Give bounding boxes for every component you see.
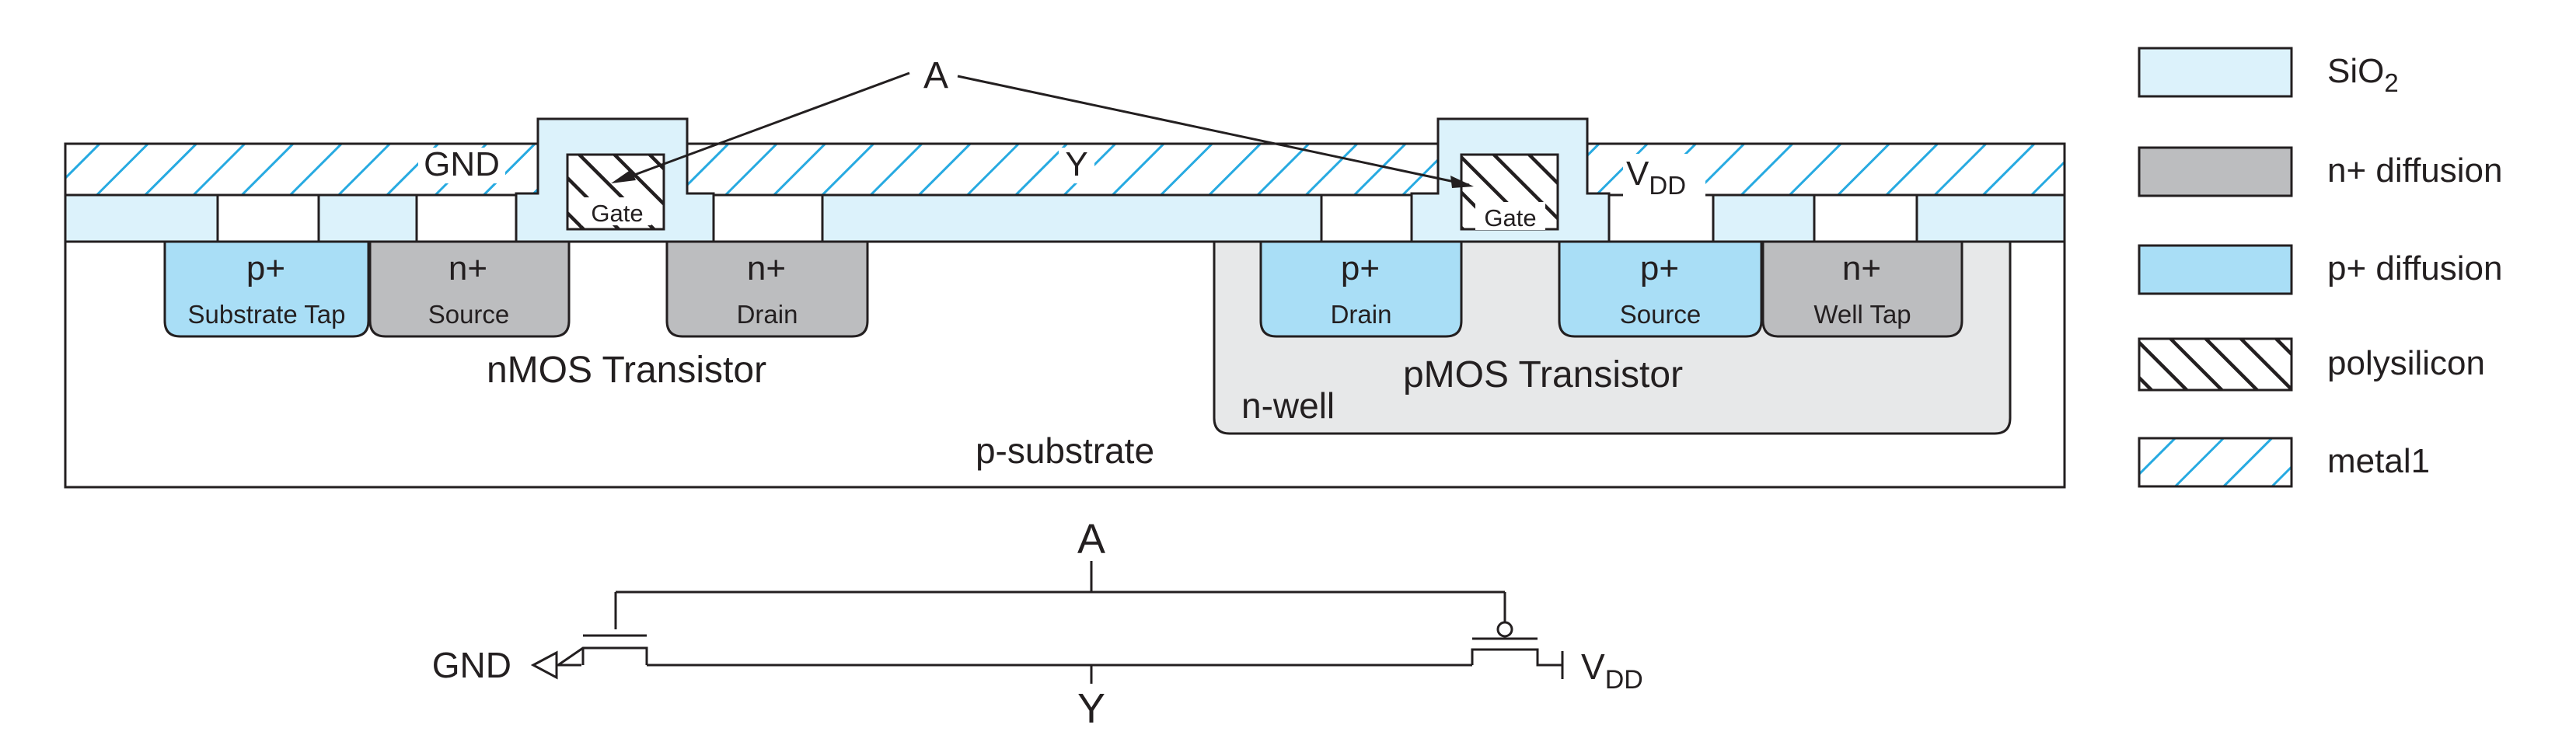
region-label-name-5: Source xyxy=(1620,300,1702,329)
legend-label-n-diffusion: n+ diffusion xyxy=(2327,152,2502,190)
region-label-name-4: Drain xyxy=(1331,300,1392,329)
legend-label-polysilicon: polysilicon xyxy=(2327,344,2485,382)
region-label-name-3: Drain xyxy=(737,300,798,329)
region-label-type-3: n+ xyxy=(747,249,786,287)
a-leader-to-nmos-gate xyxy=(615,71,910,183)
region-n-source xyxy=(368,240,571,338)
pmos-channel xyxy=(1471,648,1562,667)
schematic-vdd-label: VDD xyxy=(1581,646,1643,695)
legend-swatch-n-diffusion xyxy=(2138,146,2293,197)
cross-section: Gate Gate p+ Substrate Tap n+ Source n+ … xyxy=(64,55,2066,489)
schematic-output-label: Y xyxy=(1077,685,1105,731)
region-label-type-1: p+ xyxy=(246,249,285,287)
legend-swatch-p-diffusion xyxy=(2138,244,2293,295)
a-leader-to-pmos-gate xyxy=(957,75,1470,186)
gnd-node-label: GND xyxy=(424,145,500,183)
region-p-drain xyxy=(1259,240,1463,338)
region-label-name-6: Well Tap xyxy=(1813,300,1911,329)
region-label-name-1: Substrate Tap xyxy=(187,300,345,329)
schematic-input-label: A xyxy=(1077,516,1105,563)
region-p-substrate-tap xyxy=(163,240,370,338)
pmos-gate-label: Gate xyxy=(1484,204,1536,232)
vdd-node-label: VDD xyxy=(1626,155,1686,200)
legend-swatch-sio2 xyxy=(2138,47,2293,98)
legend-swatch-polysilicon xyxy=(2138,337,2293,392)
region-label-name-2: Source xyxy=(428,300,510,329)
region-label-type-6: n+ xyxy=(1842,249,1881,287)
legend-swatch-metal1 xyxy=(2138,437,2293,488)
pmos-gate-label-bg xyxy=(1475,202,1545,230)
a-arrowhead-pmos xyxy=(1450,176,1474,188)
y-node-label: Y xyxy=(1065,145,1087,183)
y-label-bg xyxy=(1059,148,1094,183)
region-label-type-2: n+ xyxy=(449,249,487,287)
p-substrate-label: p-substrate xyxy=(976,430,1154,471)
legend-label-sio2: SiO2 xyxy=(2327,52,2399,97)
nmos-gate-label: Gate xyxy=(591,200,643,227)
oxide-left xyxy=(64,193,219,243)
region-label-type-5: p+ xyxy=(1640,249,1679,287)
nmos-channel xyxy=(557,646,648,667)
oxide-source-tap xyxy=(1712,193,1816,243)
schematic-gnd-label: GND xyxy=(432,645,511,685)
legend-label-metal1: metal1 xyxy=(2327,442,2430,480)
a-arrowhead-nmos xyxy=(611,169,636,183)
legend-label-p-diffusion: p+ diffusion xyxy=(2327,249,2502,287)
vdd-label-bg xyxy=(1623,154,1705,200)
region-n-drain xyxy=(665,240,869,338)
nmos-gate-label-bg xyxy=(581,197,651,225)
region-label-type-4: p+ xyxy=(1341,249,1380,287)
inverter-schematic: A GND Y VDD xyxy=(432,516,1643,732)
oxide-middle xyxy=(821,193,1323,243)
legend: SiO2 n+ diffusion p+ diffusion polysilic… xyxy=(2138,47,2502,488)
gnd-symbol-icon xyxy=(530,650,558,680)
gnd-label-bg xyxy=(418,148,505,183)
nmos-transistor-label: nMOS Transistor xyxy=(487,350,766,391)
pmos-transistor-label: pMOS Transistor xyxy=(1403,354,1683,395)
oxide-right xyxy=(1915,193,2066,243)
n-well-label: n-well xyxy=(1241,385,1335,426)
region-n-well-tap xyxy=(1761,240,1963,338)
a-node-label: A xyxy=(923,55,948,96)
region-p-source xyxy=(1558,240,1763,338)
pmos-gate-bubble xyxy=(1496,621,1513,638)
oxide-sub-tap xyxy=(317,193,418,243)
